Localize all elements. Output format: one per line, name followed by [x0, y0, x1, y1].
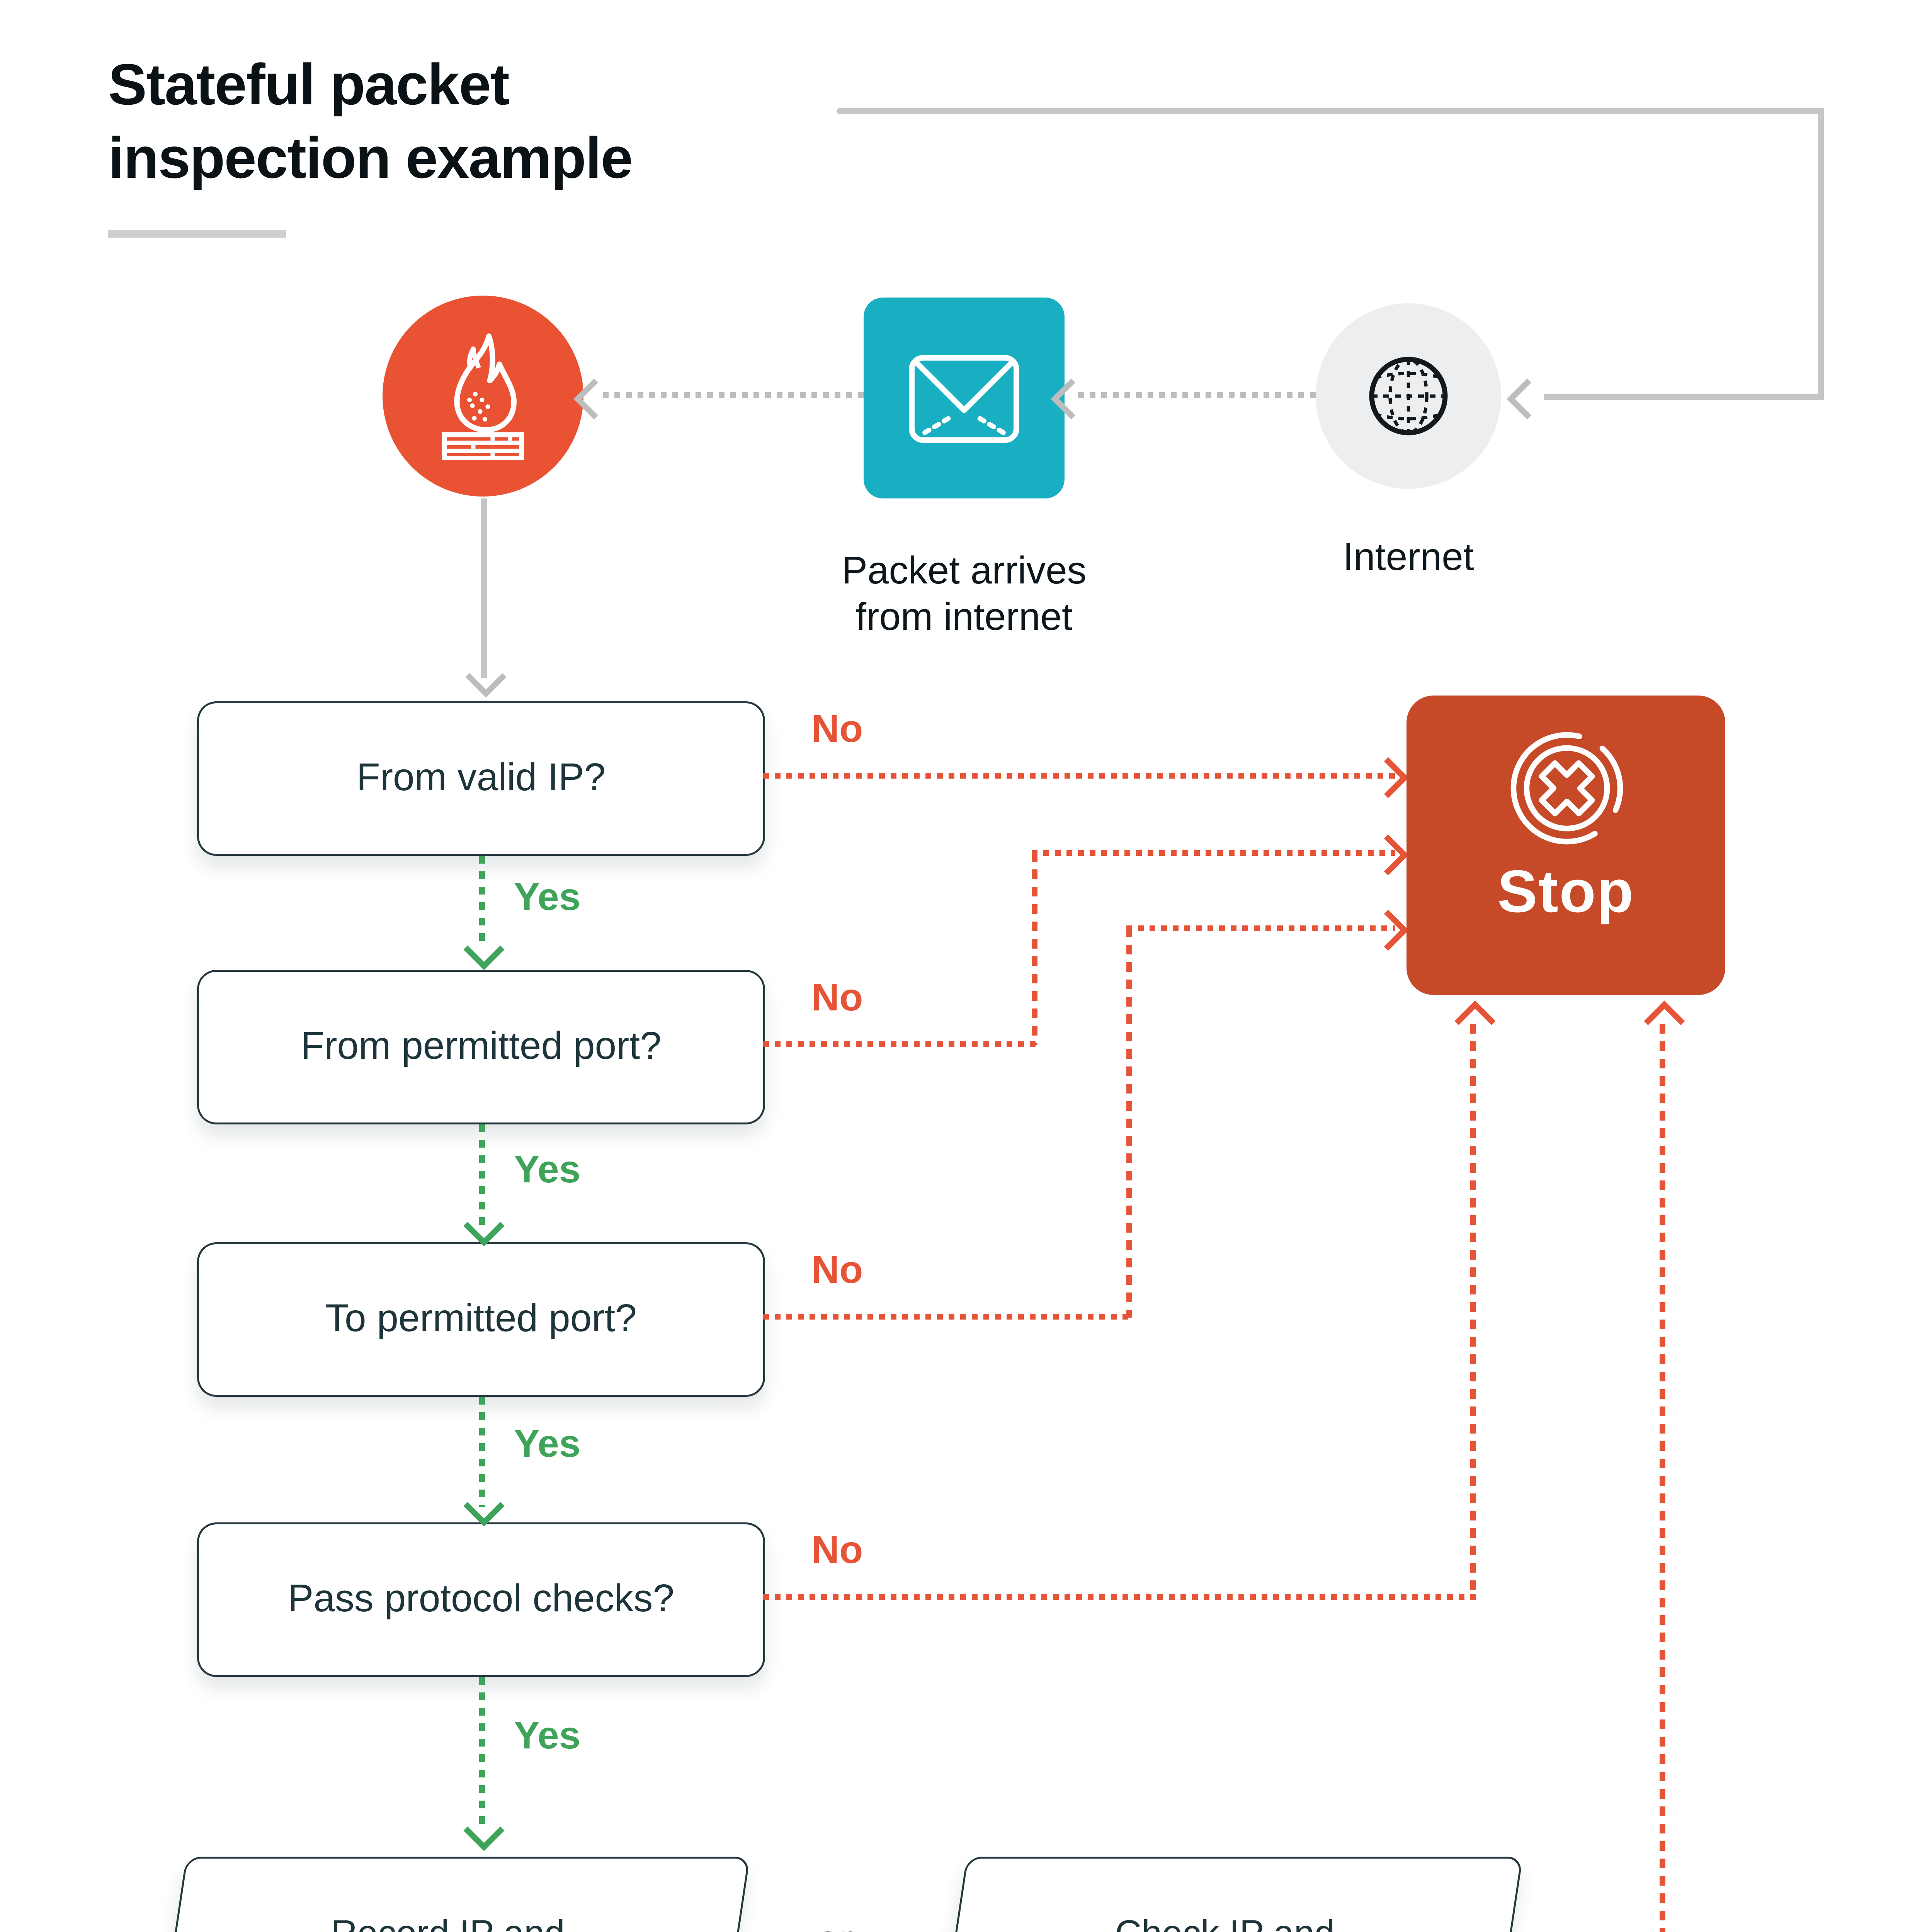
edge-no-3-h1 [763, 1314, 1132, 1320]
question-valid-ip-label: From valid IP? [356, 756, 606, 799]
question-to-port-label: To permitted port? [325, 1297, 637, 1340]
process-record-node: Record IP and SYN/ACK data in connection… [146, 1857, 750, 1932]
edge-yes-3 [479, 1397, 485, 1507]
edge-no-4-h [763, 1594, 1476, 1600]
edge-packet-to-firewall [603, 392, 864, 398]
arrowhead-yes-3 [463, 1485, 505, 1527]
arrowhead-no-5 [1644, 1000, 1685, 1042]
firewall-node [383, 296, 583, 497]
question-protocol-label: Pass protocol checks? [287, 1577, 675, 1620]
arrowhead-no-3 [1367, 910, 1409, 951]
flame-speckles [467, 392, 490, 422]
page-title: Stateful packet inspection example [108, 50, 633, 197]
no-label-1: No [811, 709, 863, 752]
arrowhead-yes-4 [463, 1810, 505, 1851]
edge-no-2-h1 [763, 1041, 1037, 1047]
or-label: or [792, 1918, 877, 1932]
edge-no-5-v [1660, 1024, 1665, 1932]
packet-arrives-caption: Packet arrives from internet [771, 549, 1157, 641]
edge-yes-2 [479, 1124, 485, 1227]
process-record-line1: Record IP and [308, 1906, 589, 1932]
title-underline [108, 230, 286, 238]
arrowhead-no-4 [1454, 1000, 1496, 1042]
edge-no-4-v [1470, 1024, 1476, 1598]
edge-no-2-v [1032, 852, 1037, 1045]
no-label-2: No [811, 978, 863, 1020]
internet-node [1316, 303, 1501, 489]
firewall-icon [442, 333, 524, 460]
edge-yes-1 [479, 856, 485, 949]
page-title-line1: Stateful packet [108, 54, 510, 118]
yes-label-4: Yes [514, 1716, 581, 1758]
no-label-3: No [811, 1250, 863, 1293]
process-check-node: Check IP and SYN/ACK against data in con… [927, 1857, 1523, 1932]
top-route-line-into-internet [1544, 394, 1824, 400]
top-route-line-vertical [1818, 108, 1824, 400]
arrowhead-no-2 [1367, 834, 1409, 876]
question-from-port-label: From permitted port? [301, 1025, 662, 1068]
stop-label: Stop [1497, 858, 1634, 925]
packet-arrives-caption-line1: Packet arrives [842, 551, 1087, 593]
globe-icon [1369, 357, 1448, 435]
edge-no-3-h2 [1126, 925, 1395, 931]
yes-label-1: Yes [514, 877, 581, 920]
edge-no-1 [763, 773, 1395, 779]
packet-arrives-node [864, 298, 1065, 498]
yes-label-3: Yes [514, 1424, 581, 1466]
question-box-valid-ip: From valid IP? [197, 701, 765, 856]
internet-label: Internet [1343, 537, 1474, 580]
envelope-icon [909, 354, 1019, 442]
edge-firewall-to-valid-ip [481, 498, 487, 678]
stop-x-icon [1510, 732, 1622, 845]
arrowhead-to-valid-ip [465, 656, 507, 698]
question-box-to-port: To permitted port? [197, 1242, 765, 1397]
yes-label-2: Yes [514, 1150, 581, 1192]
arrowhead-into-internet [1507, 378, 1548, 420]
page-title-line2: inspection example [108, 128, 633, 191]
process-record-text: Record IP and SYN/ACK data in connection… [308, 1906, 589, 1932]
arrowhead-yes-1 [463, 929, 505, 970]
arrowhead-no-1 [1367, 757, 1409, 798]
edge-no-2-h2 [1032, 850, 1395, 856]
process-check-line1: Check IP and [1039, 1906, 1410, 1932]
top-route-line-horizontal [837, 108, 1824, 114]
edge-yes-4 [479, 1677, 485, 1832]
process-check-text: Check IP and SYN/ACK against data in con… [1039, 1906, 1410, 1932]
arrowhead-yes-2 [463, 1205, 505, 1247]
no-label-4: No [811, 1530, 863, 1573]
edge-internet-to-packet [1078, 392, 1316, 398]
question-box-protocol: Pass protocol checks? [197, 1522, 765, 1677]
question-box-from-port: From permitted port? [197, 970, 765, 1124]
edge-no-3-v [1126, 927, 1132, 1318]
packet-arrives-caption-line2: from internet [855, 597, 1073, 639]
stop-node: Stop [1406, 696, 1725, 995]
